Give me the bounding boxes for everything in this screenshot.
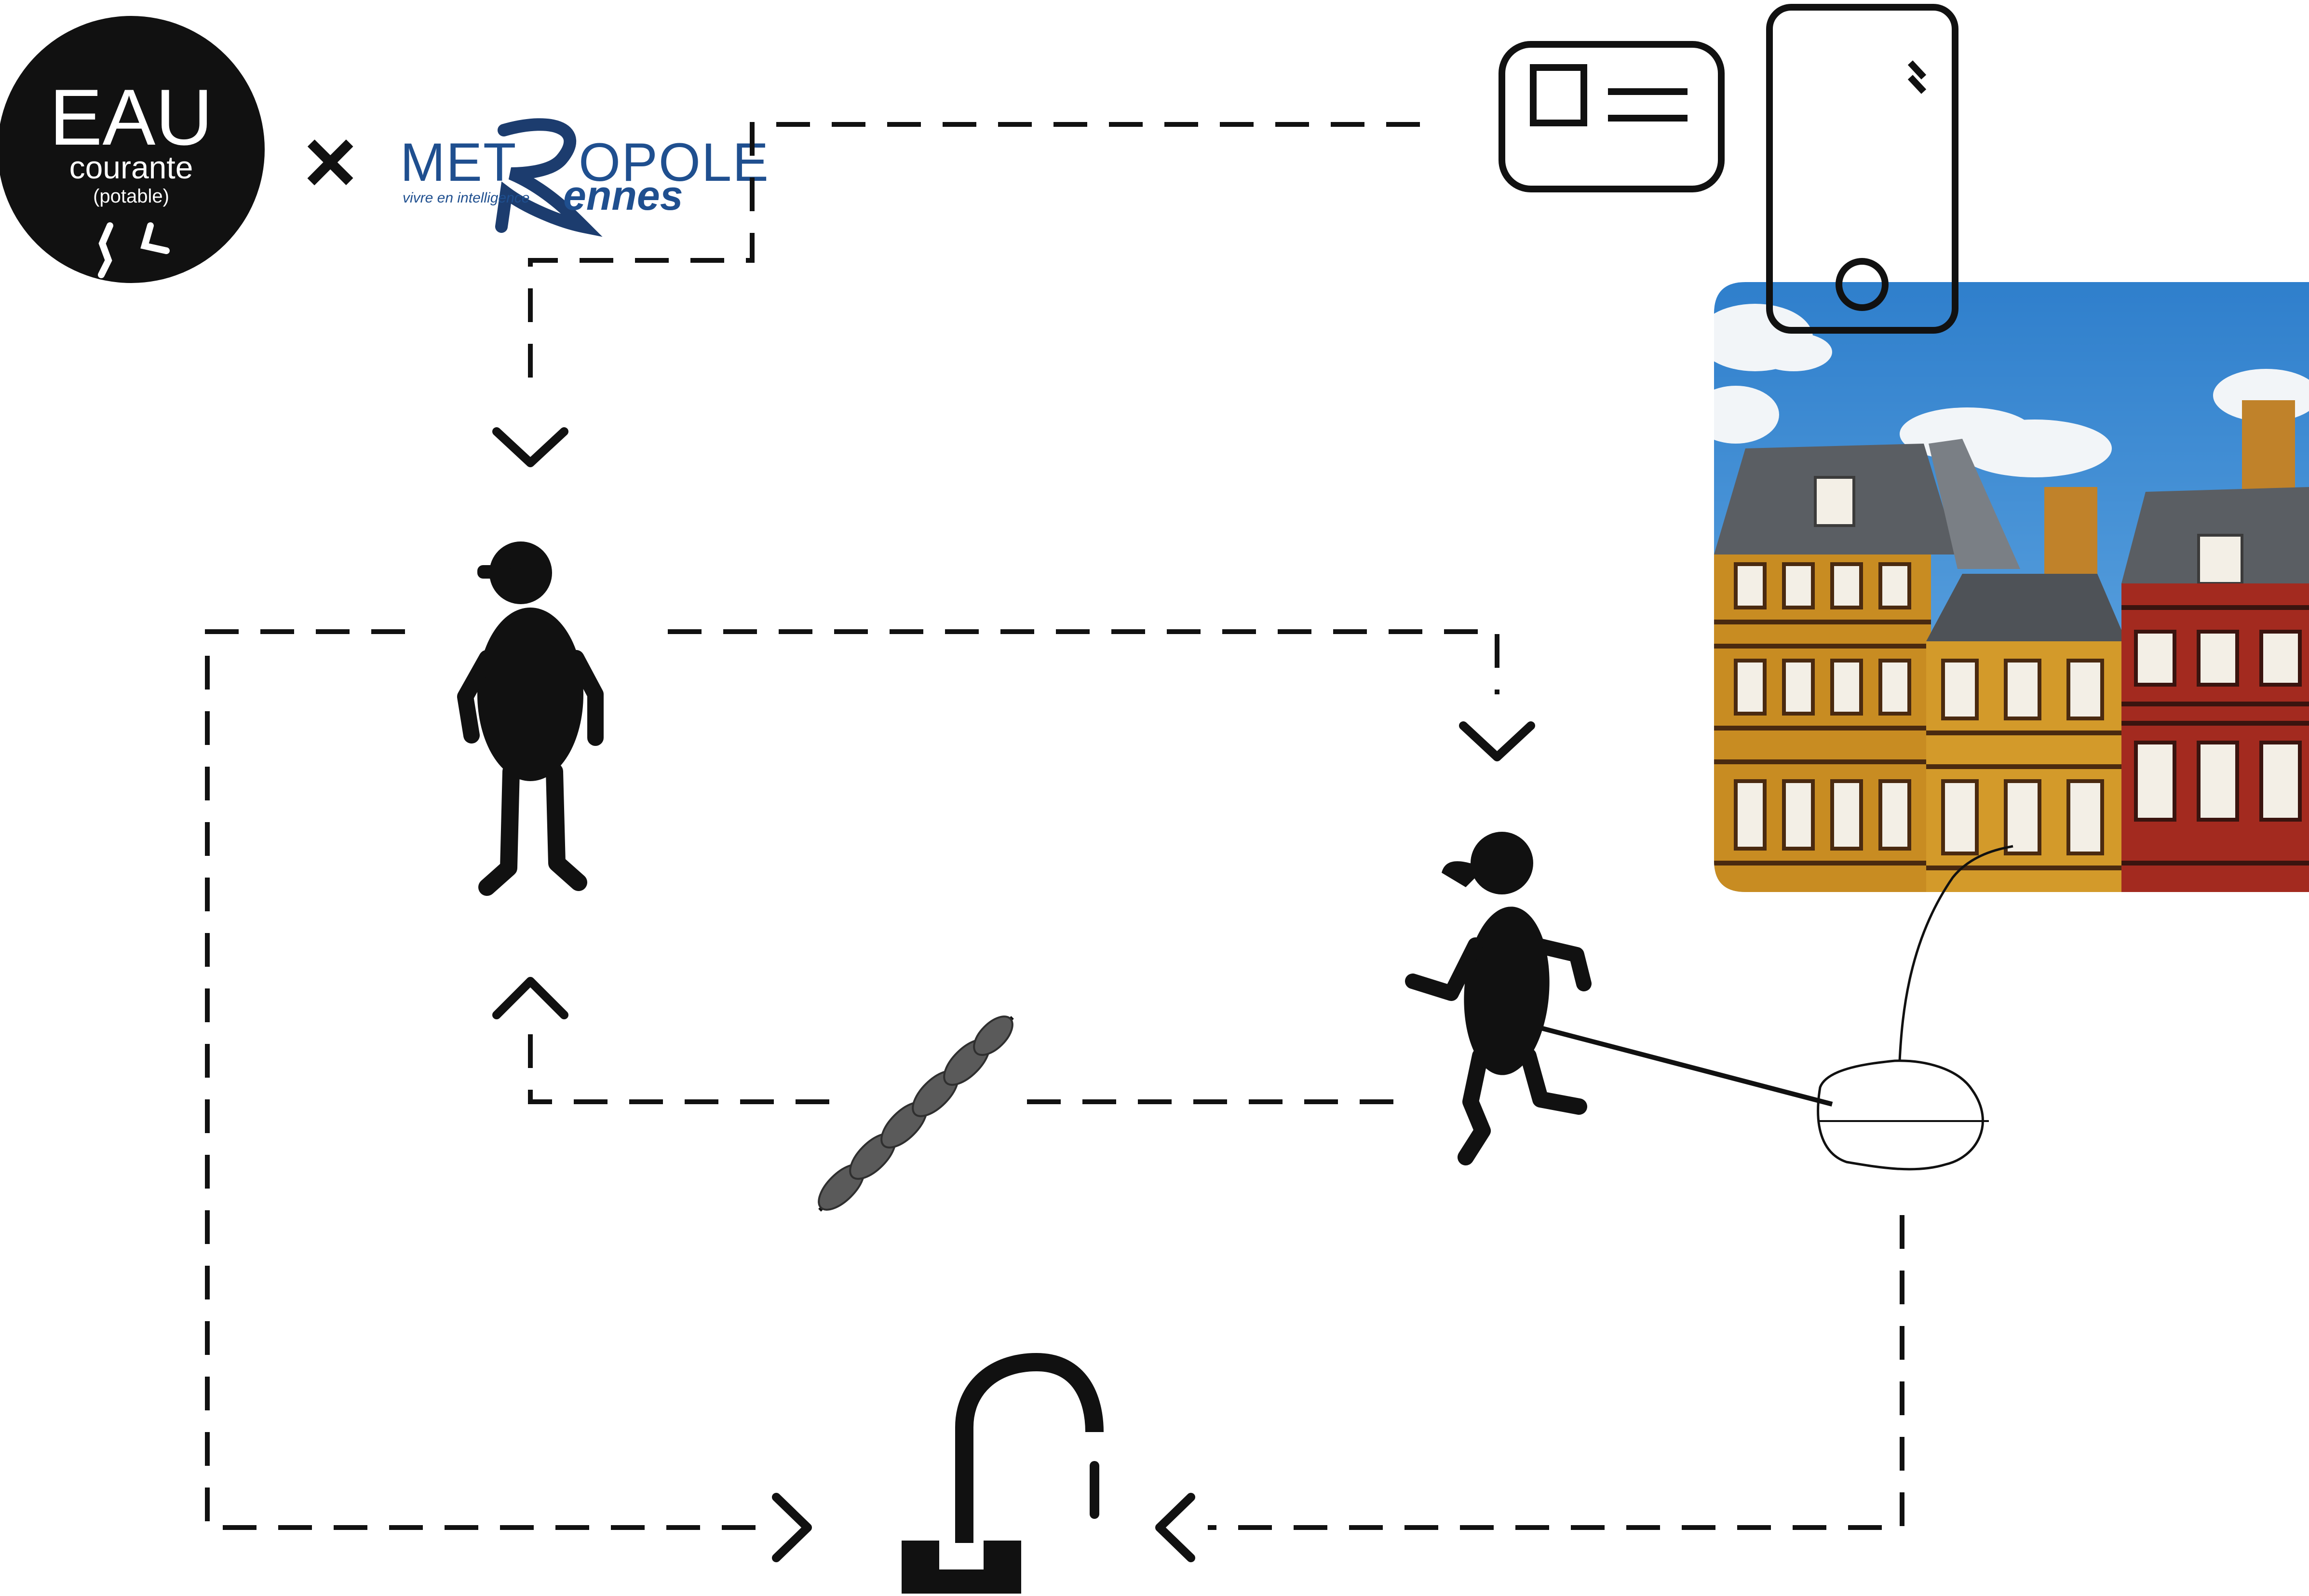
arrow-right-icon: [772, 1493, 812, 1562]
logo-metropole-part1: MET: [400, 132, 517, 192]
building-middle: [1926, 487, 2126, 892]
logo-disc: [0, 16, 265, 283]
leash-line: [1518, 1020, 1833, 1107]
connector-top-to-runner: [668, 629, 1499, 694]
person-running-icon: [1405, 832, 1592, 1165]
logo-eau-note: (potable): [93, 186, 169, 207]
flow-connectors: [205, 122, 1904, 1530]
brush-r-letter-icon: [495, 118, 603, 237]
arrow-down-icon: [1459, 721, 1535, 761]
connector-logo-to-person: [528, 122, 1420, 395]
arrow-up-icon: [492, 977, 568, 1019]
eau-courante-logo: EAU courante (potable): [0, 16, 265, 283]
logo-separator: ×: [304, 110, 357, 213]
water-squiggle-icon: [98, 222, 170, 278]
bag-icon: [1518, 845, 2013, 1171]
rennes-houses-photo: [1714, 282, 2309, 892]
logo-eau-title: EAU: [49, 73, 213, 162]
connector-outer-left: [205, 629, 762, 1530]
arrow-down-icon: [492, 427, 568, 467]
logo-eau-subtitle: courante: [69, 149, 193, 185]
connector-chain-to-person: [528, 1015, 829, 1104]
smartphone-icon: [1766, 4, 1958, 334]
logo-metropole-city: ennes: [563, 173, 683, 219]
building-left: [1714, 439, 2020, 892]
id-card-icon: [1499, 41, 1725, 192]
flow-arrowheads: [492, 427, 1535, 1562]
arrow-left-icon: [1155, 1493, 1195, 1562]
water-tap-icon: [902, 1353, 1104, 1594]
photo-link-line: [1898, 845, 2013, 1061]
chain-icon: [818, 1015, 1014, 1212]
logo-metropole-tagline: vivre en intelligence: [403, 190, 529, 206]
connector-bag-to-tap: [1208, 1215, 1904, 1530]
person-standing-icon: [457, 541, 604, 896]
metropole-rennes-logo: MET OPOLE vivre en intelligence ennes: [400, 118, 770, 237]
logo-metropole-part2: OPOLE: [579, 132, 770, 192]
building-right: [2121, 400, 2309, 892]
